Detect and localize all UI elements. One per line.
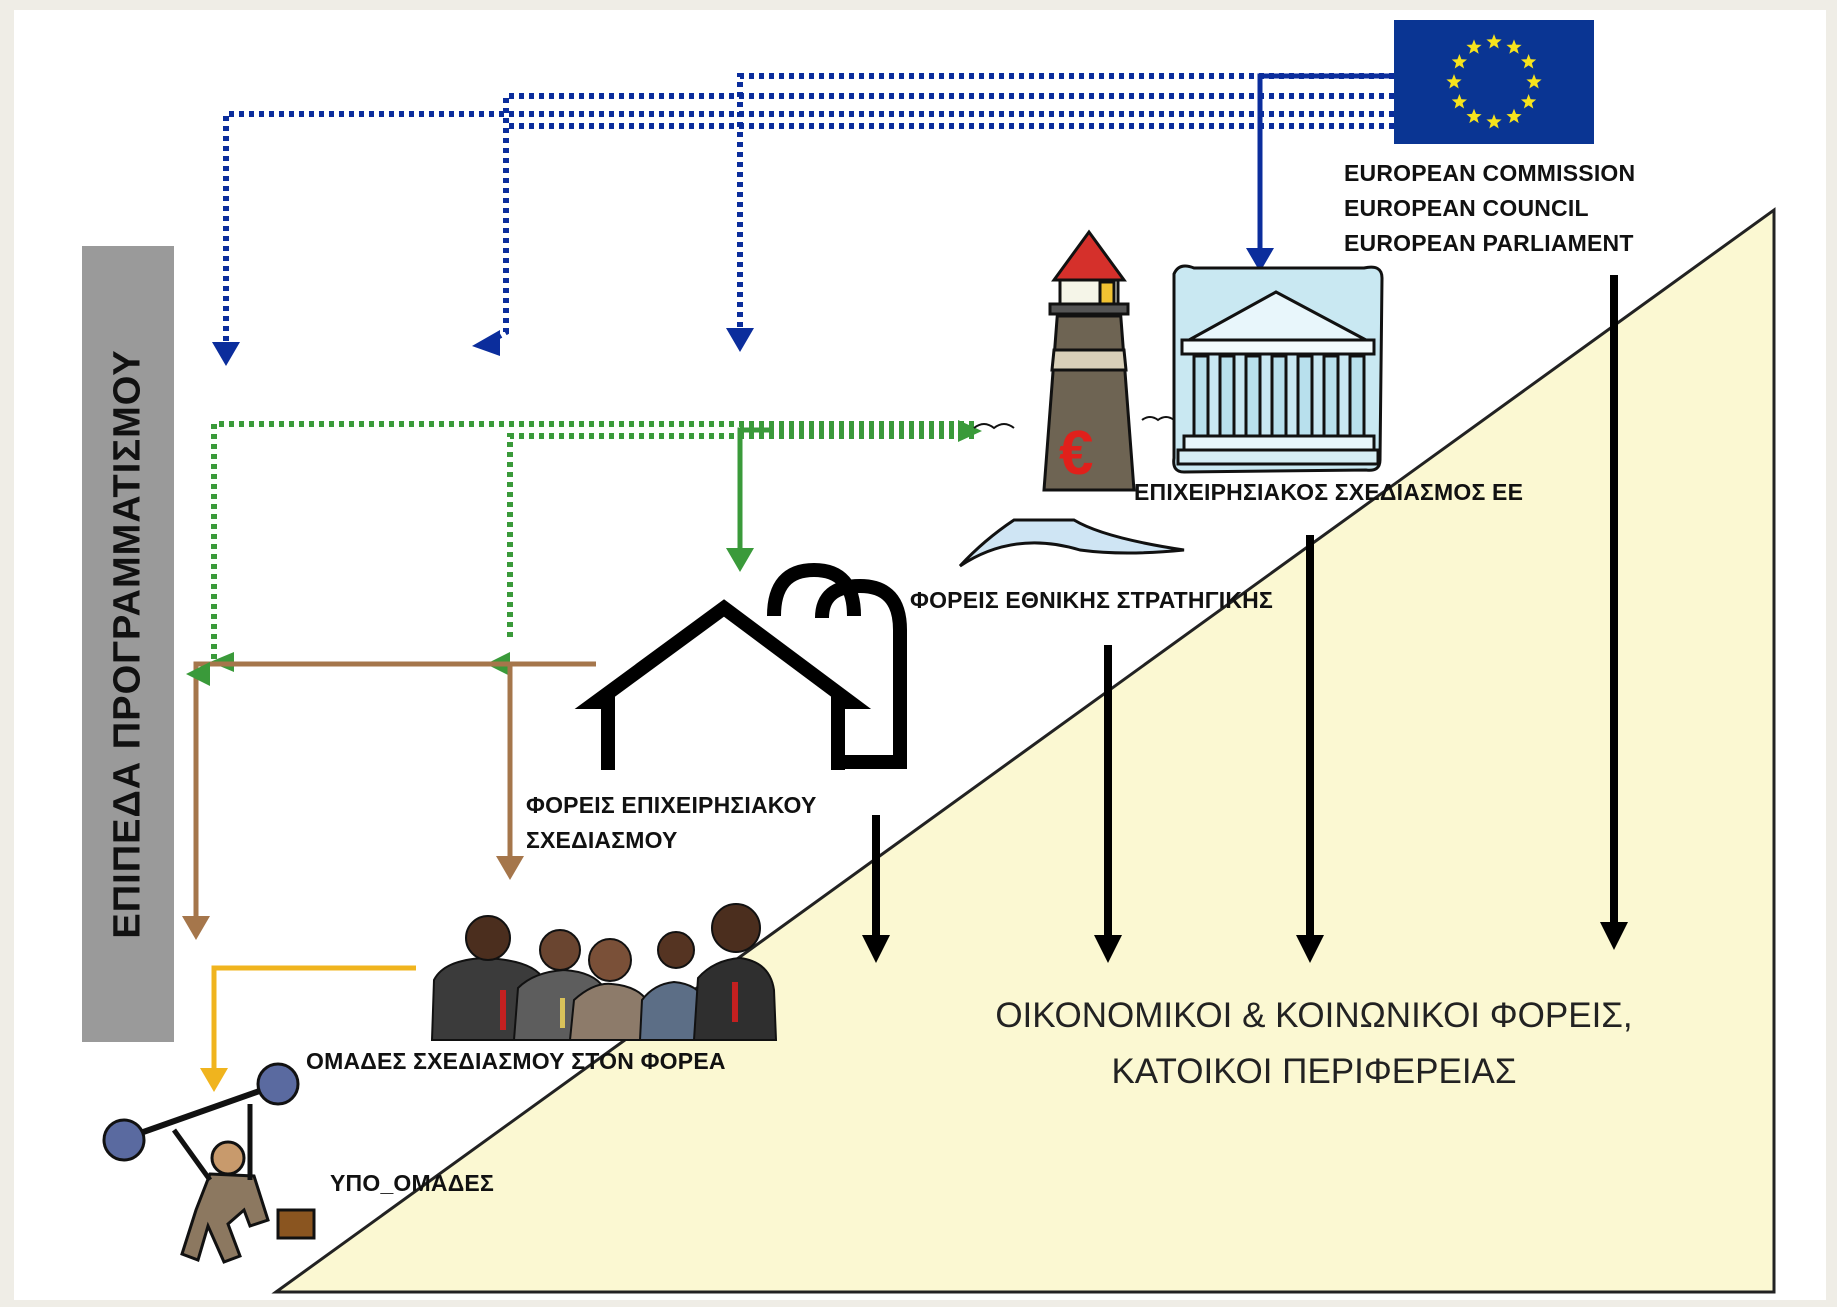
stakeholder-triangle [271, 207, 1776, 1294]
operational-arrowheads [182, 856, 524, 940]
lighthouse-icon: € [958, 229, 1185, 568]
planning-teams-label: ΟΜΑΔΕΣ ΣΧΕΔΙΑΣΜΟΥ ΣΤΟΝ ΦΟΡΕΑ [306, 1048, 726, 1074]
planning-levels-bar: ΕΠΙΠΕΔΑ ΠΡΟΓΡΑΜΜΑΤΙΣΜΟΥ [82, 246, 174, 1042]
eu-council-label: EUROPEAN COUNCIL [1344, 195, 1589, 221]
business-planning-eu-label: ΕΠΙΧΕΙΡΗΣΙΑΚΟΣ ΣΧΕΔΙΑΣΜΟΣ ΕΕ [1134, 479, 1524, 505]
planning-levels-title: ΕΠΙΠΕΔΑ ΠΡΟΓΡΑΜΜΑΤΙΣΜΟΥ [106, 349, 149, 939]
stakeholders-label-2: ΚΑΤΟΙΚΟΙ ΠΕΡΙΦΕΡΕΙΑΣ [1111, 1052, 1517, 1091]
stakeholders-label-1: ΟΙΚΟΝΟΜΙΚΟΙ & ΚΟΙΝΩΝΙΚΟΙ ΦΟΡΕΙΣ, [995, 996, 1633, 1035]
eu-star [1521, 54, 1537, 69]
subgroups-label: ΥΠΟ_ΟΜΑΔΕΣ [330, 1170, 494, 1196]
svg-text:€: € [1059, 419, 1093, 488]
eu-dotted-arrowheads [212, 328, 754, 366]
eu-flag-icon [1394, 20, 1594, 144]
house-outline-icon [574, 562, 907, 770]
operational-planning-label-1: ΦΟΡΕΙΣ ΕΠΙΧΕΙΡΗΣΙΑΚΟΥ [526, 792, 817, 818]
national-dotted-arrows [211, 421, 974, 660]
operational-arrows [193, 661, 596, 916]
operational-planning-label-2: ΣΧΕΔΙΑΣΜΟΥ [526, 827, 678, 853]
national-strategy-label: ΦΟΡΕΙΣ ΕΘΝΙΚΗΣ ΣΤΡΑΤΗΓΙΚΗΣ [910, 587, 1273, 613]
teams-arrow [200, 965, 416, 1092]
eu-parliament-label: EUROPEAN PARLIAMENT [1344, 230, 1634, 256]
eu-star [1506, 108, 1522, 124]
stakeholder-arrows [862, 275, 1628, 963]
eu-star [1521, 94, 1537, 109]
eu-star [1486, 114, 1502, 129]
eu-star [1446, 74, 1462, 89]
national-solid-arrow [726, 427, 774, 572]
eu-star [1526, 74, 1542, 89]
diagram-graphics: € [102, 20, 1776, 1294]
weightlifter-icon [102, 1062, 316, 1264]
business-group-icon [430, 903, 778, 1041]
eu-star [1466, 108, 1482, 124]
diagram-canvas: € [14, 10, 1826, 1300]
eu-star [1466, 39, 1482, 54]
parliament-building-icon [1172, 264, 1384, 474]
eu-star [1486, 34, 1502, 49]
eu-commission-label: EUROPEAN COMMISSION [1344, 160, 1636, 186]
eu-star [1451, 94, 1467, 109]
national-dotted-arrowheads [210, 420, 982, 676]
eu-star [1451, 54, 1467, 69]
eu-star [1506, 39, 1522, 54]
green-arrowhead [186, 662, 210, 686]
